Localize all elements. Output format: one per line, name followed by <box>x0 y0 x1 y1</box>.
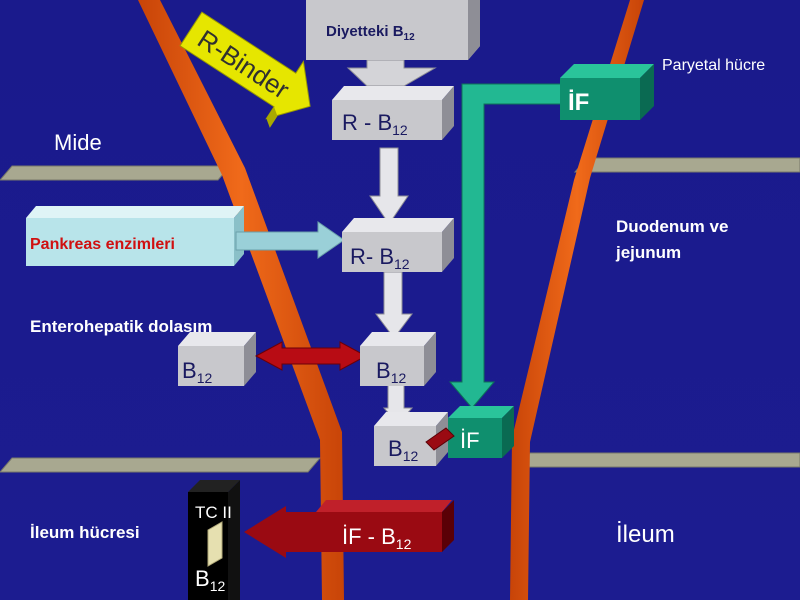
b12-if-binding-link <box>425 427 455 451</box>
intrinsic-factor-label-low: İF <box>460 428 480 453</box>
r-b12-complex-label: R - B12 <box>342 110 408 138</box>
intestinal-wall-right <box>510 0 644 600</box>
divider-bar-left-top <box>0 165 232 181</box>
pancreas-enzymes-box: Pankreas enzimleri <box>26 206 244 266</box>
b12-enterohepatic-label: B12 <box>182 358 212 386</box>
intrinsic-factor-label-top: İF <box>568 89 589 116</box>
b12-low-box: B12 <box>374 412 448 466</box>
tc2-label: TC II <box>195 503 232 522</box>
b12-enterohepatic-box: B12 <box>178 332 256 386</box>
pancreas-enzymes-label: Pankreas enzimleri <box>30 236 175 253</box>
if-b12-complex-arrow: İF - B12 <box>244 500 454 558</box>
parietal-cell-label: Paryetal hücre <box>662 57 765 74</box>
enterohepatic-label: Enterohepatik dolasım <box>30 317 212 336</box>
divider-bar-right-top <box>573 157 800 173</box>
intrinsic-factor-box-top: İF <box>560 64 654 120</box>
ileum-cell-label: İleum hücresi <box>30 523 140 542</box>
tc2-carrier-shape <box>207 521 223 567</box>
b12-mid-label: B12 <box>376 358 406 386</box>
dietary-b12-box: Diyetteki B12 <box>306 0 480 60</box>
b12-mid-box: B12 <box>360 332 436 386</box>
r-b12-mid-box: R- B12 <box>342 218 454 272</box>
if-b12-complex-label: İF - B12 <box>342 524 412 552</box>
duodenum-label-line1: Duodenum ve <box>616 217 728 236</box>
duodenum-label-line2: jejunum <box>615 243 681 262</box>
b12-low-label: B12 <box>388 436 418 464</box>
intestinal-wall-left <box>138 0 344 600</box>
pancreas-arrow <box>235 221 345 259</box>
ileum-cell-box: TC II B12 <box>188 480 240 600</box>
r-b12-mid-label: R- B12 <box>350 244 410 272</box>
divider-bar-left-bottom <box>0 457 322 473</box>
arrow-rb12-down <box>369 147 409 225</box>
r-b12-complex-box: R - B12 <box>332 86 454 140</box>
intrinsic-factor-box-low: İF <box>448 406 514 458</box>
dietary-b12-label: Diyetteki B12 <box>326 23 415 43</box>
divider-bar-right-bottom <box>516 452 800 468</box>
stomach-label: Mide <box>54 130 102 155</box>
ileum-label: İleum <box>616 521 675 548</box>
if-transport-arrow <box>448 83 563 409</box>
b12-cell-label: B12 <box>195 566 225 594</box>
arrow-rb12-mid-down <box>375 271 413 339</box>
arrow-dietary-down <box>346 59 437 87</box>
